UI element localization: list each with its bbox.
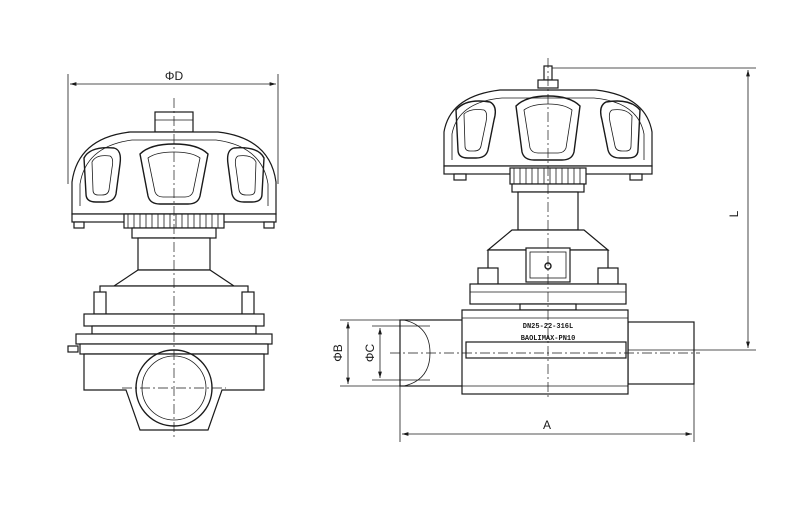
dimension-a: A <box>399 384 695 442</box>
label-a: A <box>543 418 551 432</box>
dimension-phi-c: ΦC <box>363 325 430 381</box>
dimension-phi-d: ΦD <box>67 69 279 184</box>
front-bonnet <box>67 237 273 355</box>
nameplate-line-1: DN25-22-316L <box>523 323 573 331</box>
nameplate-line-2: BAOLIMAX-PN10 <box>521 335 576 343</box>
front-view: ΦD <box>67 69 279 440</box>
label-phi-c: ΦC <box>363 344 377 363</box>
dimension-l: L <box>552 67 756 351</box>
dimension-phi-b: ΦB <box>331 319 404 387</box>
label-phi-d: ΦD <box>165 69 184 83</box>
side-view: DN25-22-316L BAOLIMAX-PN10 L A ΦB <box>331 58 756 442</box>
label-phi-b: ΦB <box>331 344 345 362</box>
side-body: DN25-22-316L BAOLIMAX-PN10 <box>399 309 695 395</box>
label-l: L <box>727 210 741 217</box>
